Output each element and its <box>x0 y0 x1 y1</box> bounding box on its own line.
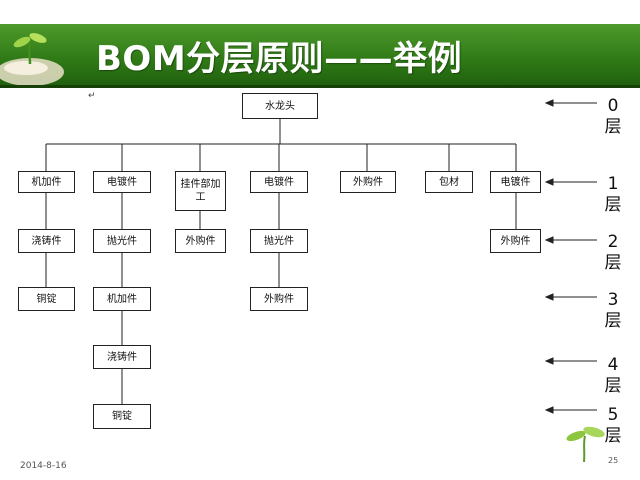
node-l2-purchased-b: 外购件 <box>490 229 541 253</box>
layer-unit: 层 <box>604 195 622 215</box>
page-number: 25 <box>608 456 619 465</box>
node-l3-copper-ingot: 铜锭 <box>18 287 75 311</box>
node-l1-packaging: 包材 <box>425 171 473 193</box>
node-l1-plated-a: 电镀件 <box>93 171 151 193</box>
layer-label-3: 3 层 <box>602 290 624 332</box>
node-root: 水龙头 <box>242 93 318 119</box>
node-l1-plated-b: 电镀件 <box>250 171 308 193</box>
node-l1-plated-c: 电镀件 <box>490 171 541 193</box>
node-l1-hanging-process: 挂件部加工 <box>175 171 226 211</box>
node-l2-casting: 浇铸件 <box>18 229 75 253</box>
footer-date: 2014-8-16 <box>20 461 67 471</box>
layer-number: 3 <box>607 290 619 310</box>
title-banner <box>0 24 640 88</box>
hand-sprout-logo-icon <box>0 33 64 86</box>
layer-unit: 层 <box>604 311 622 331</box>
layer-unit: 层 <box>604 376 622 396</box>
layer-number: 2 <box>607 232 619 252</box>
layer-unit: 层 <box>604 253 622 273</box>
layer-label-1: 1 层 <box>602 174 624 216</box>
layer-label-5: 5 层 <box>602 405 624 447</box>
layer-label-0: 0 层 <box>602 96 624 138</box>
layer-number: 5 <box>607 405 619 425</box>
node-l3-purchased: 外购件 <box>250 287 308 311</box>
node-l1-purchased: 外购件 <box>340 171 396 193</box>
layer-number: 1 <box>607 174 619 194</box>
node-l4-casting: 浇铸件 <box>93 345 151 369</box>
node-l2-polished-a: 抛光件 <box>93 229 151 253</box>
slide-title: BOM分层原则——举例 <box>96 39 463 79</box>
layer-number: 4 <box>607 355 619 375</box>
layer-label-2: 2 层 <box>602 232 624 274</box>
layer-unit: 层 <box>604 117 622 137</box>
paragraph-mark: ↵ <box>88 91 96 101</box>
layer-label-4: 4 层 <box>602 355 624 397</box>
node-l2-polished-b: 抛光件 <box>250 229 308 253</box>
node-l2-purchased-a: 外购件 <box>175 229 226 253</box>
layer-unit: 层 <box>604 426 622 446</box>
node-l1-machined: 机加件 <box>18 171 75 193</box>
sprout-decoration-icon <box>566 426 605 462</box>
node-l5-copper-ingot: 铜锭 <box>93 404 151 429</box>
layer-number: 0 <box>607 96 619 116</box>
node-l3-machined: 机加件 <box>93 287 151 311</box>
